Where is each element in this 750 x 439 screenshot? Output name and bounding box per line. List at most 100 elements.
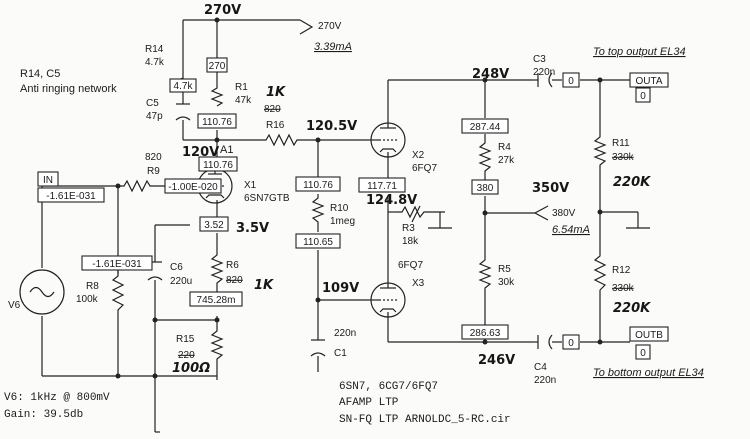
x1-value: 6SN7GTB [244,193,290,204]
supply-arrow-270 [299,19,314,35]
r3-value: 18k [402,236,419,247]
r9-value: 820 [145,152,162,163]
probe-outa-0: 0 [640,91,646,102]
r14-value: 4.7k [145,57,165,68]
r10-symbol [311,194,325,232]
title-line-3: SN-FQ LTP ARNOLDC_5-RC.cir [339,414,511,426]
supply-arrow-380 [533,205,549,221]
node-in: IN [43,175,53,186]
component-labels: R14 4.7k R1 47k 820 1K C5 47p R16 820 R9… [8,44,651,386]
r12-value: 330k [612,283,635,294]
resistors [111,75,607,362]
c4-name: C4 [534,362,547,373]
c3-value: 220n [533,67,555,78]
probe-270: 270 [209,61,226,72]
c4-value: 220n [534,375,556,386]
tube-x2 [368,120,406,160]
r1-symbol [210,84,224,107]
r1-handwritten: 1K [266,85,286,100]
r5-name: R5 [498,264,511,275]
r14-name: R14 [145,44,164,55]
c3-name: C3 [533,54,546,65]
hand-246v: 246V [478,353,515,368]
r15-value: 220 [178,350,195,361]
hand-350v: 350V [532,181,569,196]
wires [41,19,650,432]
c1-name: C1 [334,348,347,359]
probe-c3-0: 0 [568,76,574,87]
r4-name: R4 [498,142,511,153]
probe-110-r10: 110.76 [303,180,333,191]
r15-symbol [210,326,224,362]
r16-symbol [262,133,300,147]
hand-120v: 120V [182,145,219,160]
r16-name: R16 [266,120,285,131]
probe-boxes: 270 4.7k 110.76 110.76 -1.00E-020 -1.61E… [37,57,651,360]
r9-symbol [120,179,155,193]
note-gain: Gain: 39.5db [4,409,83,421]
r14-value-in-box: 4.7k [174,81,194,92]
probe-110-x1: 110.76 [203,160,233,171]
probe-117: 117.71 [367,181,397,192]
x3-value: 6FQ7 [398,260,423,271]
r6-value: 820 [226,275,243,286]
r15-handwritten: 100Ω [172,361,210,376]
probe-745: 745.28m [197,295,236,306]
r6-symbol [210,250,224,288]
r6-name: R6 [226,260,239,271]
title-line-2: AFAMP LTP [339,397,399,409]
r6-handwritten: 1K [254,278,274,293]
note-v6: V6: 1kHz @ 800mV [4,392,110,404]
note-to-top: To top output EL34 [593,46,686,58]
handwritten-voltages: 120V 120.5V 3.5V 124.8V 109V 248V 246V 3… [182,67,569,368]
v6-source [19,269,65,315]
supply-270-label: 270V [318,21,342,32]
r15-name: R15 [176,334,195,345]
r14-value-box [169,78,197,93]
supply-380-current: 6.54mA [552,224,590,236]
probe-380: 380 [477,183,494,194]
node-outb: OUTB [635,330,663,341]
hand-109v: 109V [322,281,359,296]
x2-value: 6FQ7 [412,163,437,174]
r9-name: R9 [147,166,160,177]
x1-name: X1 [244,180,257,191]
probe-286: 286.63 [470,328,501,339]
c5-value: 47p [146,111,163,122]
supply-270-current: 3.39mA [314,41,352,53]
r8-symbol [111,270,125,320]
r11-symbol [593,132,607,170]
r3-symbol [398,205,428,219]
r12-name: R12 [612,265,631,276]
capacitors [147,72,553,357]
r12-symbol [593,250,607,291]
c6-value: 220u [170,276,192,287]
r11-value: 330k [612,152,635,163]
note-r14-c5-title: R14, C5 [20,68,60,80]
notes: R14, C5 Anti ringing network To top outp… [4,46,704,426]
probe-c4-0: 0 [568,338,574,349]
r10-value: 1meg [330,216,355,227]
probe-3-52: 3.52 [204,220,224,231]
r10-name: R10 [330,203,349,214]
note-r14-c5-desc: Anti ringing network [20,83,117,95]
x2-name: X2 [412,150,425,161]
title-line-1: 6SN7, 6CG7/6FQ7 [339,381,438,393]
probe-110-r1: 110.76 [202,117,232,128]
r5-symbol [478,255,492,292]
r12-handwritten: 220K [613,301,651,316]
supply-270-handwritten: 270V [204,3,241,18]
r5-value: 30k [498,277,515,288]
hand-124-8v: 124.8V [366,193,417,208]
probe-r8: -1.61E-031 [92,259,142,270]
probe-in: -1.61E-031 [46,191,96,202]
hand-248v: 248V [472,67,509,82]
supply-labels: 270V 3.39mA 270V [204,3,352,53]
node-tags: OUTA OUTB IN A1 [37,72,669,342]
supply-380-label: 380V [552,208,576,219]
probe-110-65: 110.65 [303,237,333,248]
r1-value: 47k [235,95,252,106]
hand-120-5v: 120.5V [306,119,357,134]
